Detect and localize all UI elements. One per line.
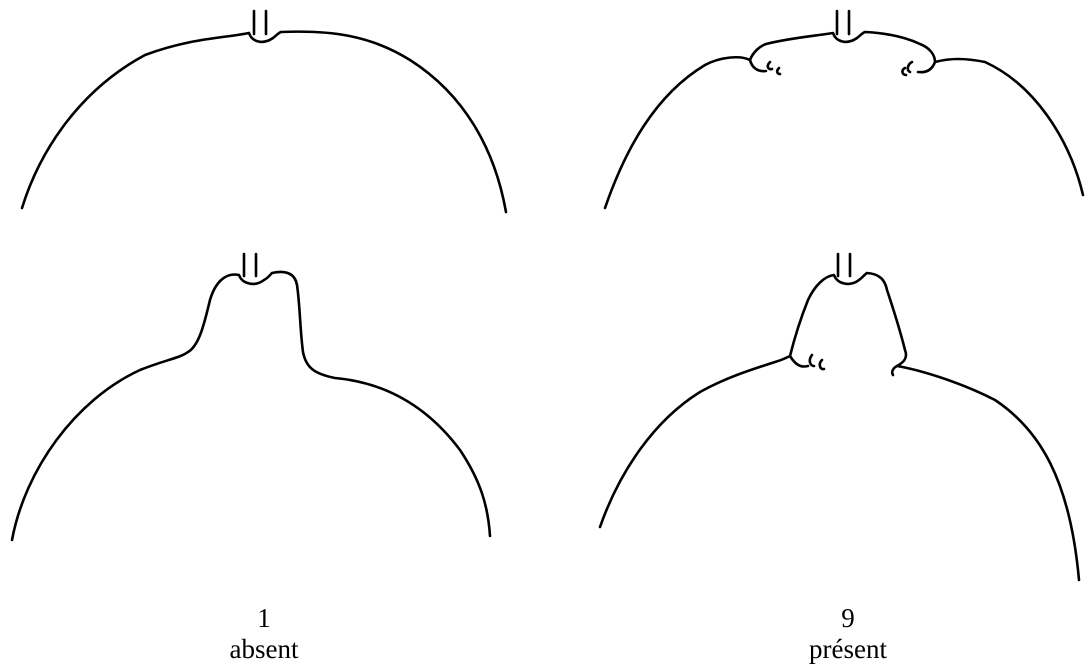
- caption-number: 1: [257, 603, 271, 633]
- caption-label: présent: [809, 634, 887, 664]
- body-outline-top-right: [603, 30, 1085, 210]
- outline-bottom-right: [598, 252, 1081, 582]
- caption-state-9: 9 présent: [748, 603, 948, 665]
- outline-bottom-left: [10, 252, 492, 542]
- body-outline-top-left: [20, 30, 508, 214]
- outline-top-right: [603, 9, 1085, 210]
- caption-number: 9: [841, 603, 855, 633]
- body-outline-bottom-right: [598, 271, 1081, 582]
- stalk-top-right: [835, 9, 851, 36]
- notch-bottom-right: [788, 353, 899, 377]
- notch-left-top-right: [748, 58, 782, 76]
- caption-state-1: 1 absent: [164, 603, 364, 665]
- body-outline-bottom-left: [10, 270, 492, 542]
- stalk-top-left: [252, 9, 268, 36]
- outline-top-left: [20, 9, 508, 214]
- stalk-bottom-right: [836, 252, 852, 278]
- notch-right-top-right: [901, 60, 937, 77]
- caption-label: absent: [229, 634, 299, 664]
- stalk-bottom-left: [242, 252, 258, 278]
